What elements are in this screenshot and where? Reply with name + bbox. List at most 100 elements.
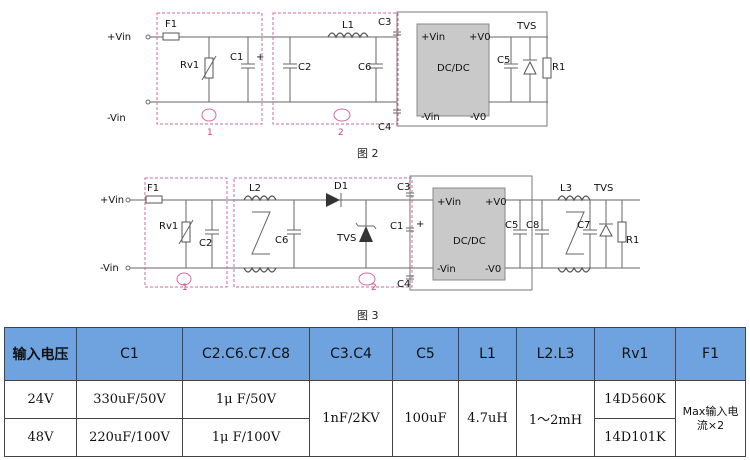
label-c3: C3 <box>378 17 391 28</box>
header-l1: L1 <box>458 327 517 381</box>
resistor-r1-fig3 <box>617 221 627 243</box>
fig3-section-2-box <box>233 177 413 288</box>
fig3-label-r1: R1 <box>626 235 639 246</box>
diode-d1 <box>326 193 340 207</box>
inductor-l1 <box>327 32 369 39</box>
fig3-label-l2: L2 <box>249 183 261 194</box>
cell-c2-48v: 1μ F/100V <box>182 418 310 457</box>
fig3-section-1-box <box>144 177 228 288</box>
fig3-label-d1: D1 <box>334 181 348 192</box>
fig3-label-dcdc-vo-pos: +V0 <box>485 197 507 208</box>
fig3-label-c1: C1 <box>390 221 403 232</box>
fuse-f1-fig3 <box>145 195 163 204</box>
label-rv1: Rv1 <box>180 60 199 71</box>
choke-l2-bottom <box>243 266 277 273</box>
label-dcdc-vo-neg: -V0 <box>470 112 486 123</box>
fig3-label-tvs-mid: TVS <box>336 233 356 244</box>
label-dcdc-vin-pos: +Vin <box>421 32 445 43</box>
fig3-label-f1: F1 <box>147 183 159 194</box>
fig3-section-1-marker <box>176 272 192 286</box>
section-2-marker <box>333 108 351 122</box>
figure-3: +Vin -Vin F1 Rv1 C2 L2 C6 D1 TVS C3 C1 +… <box>100 175 640 322</box>
header-rv1: Rv1 <box>594 327 676 381</box>
cell-rv1-48v: 14D101K <box>594 418 676 457</box>
tvs-diode-fig3 <box>599 223 613 237</box>
section-1-box <box>156 12 263 125</box>
cell-f1: Max输入电流×2 <box>675 380 746 457</box>
resistor-r1-fig2 <box>542 57 552 79</box>
label-section-2: 2 <box>338 128 344 138</box>
label-r1: R1 <box>552 62 565 73</box>
header-c5: C5 <box>392 327 459 381</box>
fig3-label-dcdc-vin-pos: +Vin <box>437 197 461 208</box>
fuse-f1 <box>162 32 180 41</box>
cell-voltage-24v: 24V <box>4 380 77 419</box>
label-tvs: TVS <box>516 21 536 32</box>
label-vin-neg: -Vin <box>107 113 126 124</box>
fig3-label-c2: C2 <box>199 238 212 249</box>
circuit-diagrams: +Vin -Vin F1 Rv1 C1 + C2 L1 C6 C3 C4 +Vi… <box>100 11 640 322</box>
cell-voltage-48v: 48V <box>4 418 77 457</box>
fig3-label-section-2: 2 <box>371 283 377 293</box>
table-row: 48V 220uF/100V 1μ F/100V 14D101K <box>4 418 746 457</box>
dcdc-frame-fig3 <box>409 175 533 291</box>
tvs-diode-mid <box>359 226 373 242</box>
fig3-label-vin-pos: +Vin <box>100 195 124 206</box>
label-c6: C6 <box>358 62 371 73</box>
choke-l3-bottom <box>557 266 591 273</box>
dcdc-module-fig3 <box>432 187 506 281</box>
fig3-label-c4: C4 <box>397 279 410 290</box>
choke-l3-top <box>557 195 591 202</box>
header-f1: F1 <box>675 327 746 381</box>
fig3-label-c7: C7 <box>577 220 590 231</box>
figure-2: +Vin -Vin F1 Rv1 C1 + C2 L1 C6 C3 C4 +Vi… <box>107 11 565 160</box>
cell-rv1-24v: 14D560K <box>594 380 676 419</box>
cell-c1-24v: 330uF/50V <box>76 380 183 419</box>
label-c1-plus: + <box>256 52 264 63</box>
cell-c1-48v: 220uF/100V <box>76 418 183 457</box>
section-1-marker <box>201 108 217 122</box>
label-vin-pos: +Vin <box>107 32 131 43</box>
fig3-section-2-marker <box>358 272 376 286</box>
cell-c2-24v: 1μ F/50V <box>182 380 310 419</box>
fig3-label-l3: L3 <box>560 183 572 194</box>
choke-l2-top <box>243 195 277 202</box>
label-dcdc-vin-neg: -Vin <box>421 112 440 123</box>
dcdc-module-fig2 <box>416 23 490 117</box>
fig3-label-c1-plus: + <box>416 219 424 230</box>
component-spec-table: 输入电压 C1 C2.C6.C7.C8 C3.C4 C5 L1 L2.L3 Rv… <box>4 327 746 457</box>
label-section-1: 1 <box>207 128 213 138</box>
fig3-label-rv1: Rv1 <box>159 221 178 232</box>
fig3-label-c3: C3 <box>397 182 410 193</box>
cell-c5: 100uF <box>392 380 459 457</box>
fig3-label-c8: C8 <box>526 220 539 231</box>
tvs-diode-fig2 <box>523 60 537 75</box>
label-c5: C5 <box>497 55 510 66</box>
cell-c3-c4: 1nF/2KV <box>309 380 393 457</box>
header-c3-c4: C3.C4 <box>309 327 393 381</box>
section-2-box <box>272 12 399 125</box>
label-c2: C2 <box>298 62 311 73</box>
caption-fig2: 图 2 <box>357 147 379 160</box>
fig3-label-tvs: TVS <box>593 183 613 194</box>
header-c2-c6-c7-c8: C2.C6.C7.C8 <box>182 327 310 381</box>
header-input-voltage: 输入电压 <box>4 327 77 381</box>
fig3-label-dcdc: DC/DC <box>453 236 486 247</box>
fig3-label-dcdc-vo-neg: -V0 <box>485 264 501 275</box>
caption-fig3: 图 3 <box>357 309 379 322</box>
label-dcdc: DC/DC <box>437 63 470 74</box>
label-c1: C1 <box>230 52 243 63</box>
label-l1: L1 <box>342 20 354 31</box>
fig3-label-dcdc-vin-neg: -Vin <box>437 264 456 275</box>
fig3-label-section-1: 1 <box>182 283 188 293</box>
label-c4: C4 <box>378 122 391 133</box>
fig3-label-c6: C6 <box>275 235 288 246</box>
label-dcdc-vo-pos: +V0 <box>469 32 491 43</box>
header-l2-l3: L2.L3 <box>516 327 595 381</box>
label-f1: F1 <box>165 19 177 30</box>
table-header-row: 输入电压 C1 C2.C6.C7.C8 C3.C4 C5 L1 L2.L3 Rv… <box>4 327 746 381</box>
fig3-label-vin-neg: -Vin <box>100 263 119 274</box>
cell-l1: 4.7uH <box>458 380 517 457</box>
header-c1: C1 <box>76 327 183 381</box>
table-row: 24V 330uF/50V 1μ F/50V 1nF/2KV 100uF 4.7… <box>4 380 746 457</box>
